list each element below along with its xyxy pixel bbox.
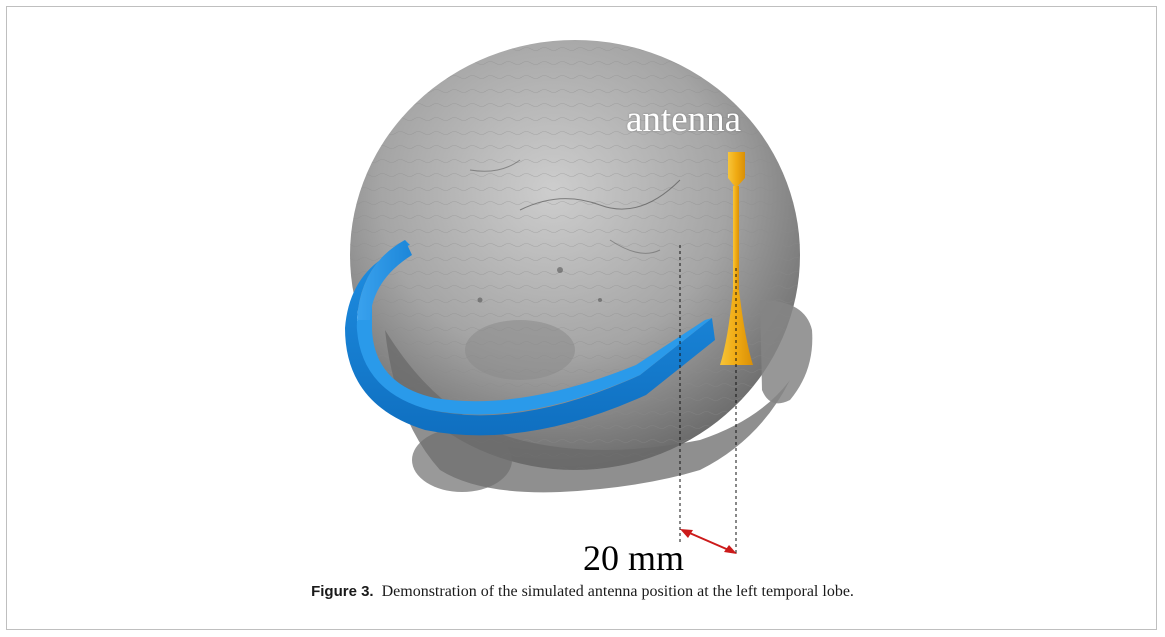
antenna-label: antenna (626, 101, 741, 138)
distance-label: 20 mm (583, 540, 684, 576)
figure-caption: Figure 3. Demonstration of the simulated… (0, 583, 1165, 601)
figure-number: Figure 3. (311, 583, 374, 600)
distance-arrow (680, 529, 737, 554)
caption-text: Demonstration of the simulated antenna p… (382, 583, 854, 600)
